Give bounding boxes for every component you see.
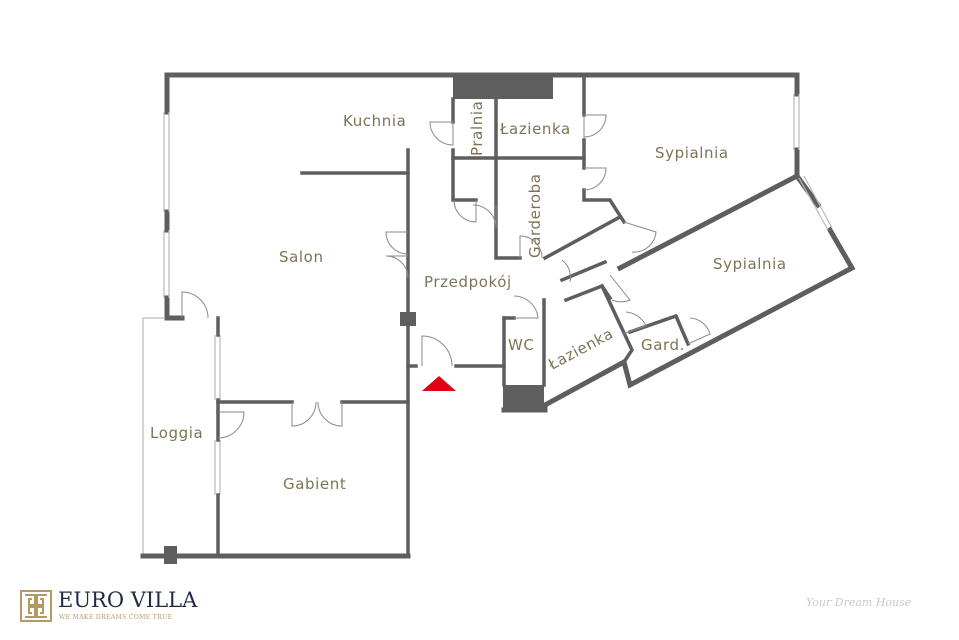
door-salon-left-b: [385, 255, 409, 279]
door-garderoba: [519, 235, 543, 259]
label-pralnia: Pralnia: [468, 101, 486, 156]
door-sypialnia-top: [583, 167, 607, 191]
label-lazienka-top: Łazienka: [499, 120, 571, 138]
door-bath-lower: [621, 311, 647, 335]
door-pralnia-low: [472, 204, 497, 229]
label-wc: WC: [508, 336, 535, 354]
door-closet: [453, 199, 477, 223]
label-salon: Salon: [279, 248, 324, 266]
door-sypialnia-right: [623, 221, 657, 253]
window-right-2: [798, 177, 829, 231]
door-salon-left: [385, 231, 409, 255]
brand-name: EURO VILLA: [58, 588, 198, 612]
door-loggia-low: [217, 411, 245, 439]
windows: [142, 94, 833, 557]
door-gard: [687, 317, 711, 345]
door-bath-corridor: [609, 274, 631, 303]
wall-bath-right: [599, 283, 635, 365]
wall-entrance-right: [454, 364, 506, 387]
wall-garderoba-right: [582, 188, 627, 225]
wall-right-upper: [616, 147, 800, 272]
pillar-top: [453, 75, 553, 99]
pillar-hall: [400, 312, 416, 326]
door-kitchen: [429, 121, 454, 146]
label-sypialnia-right: Sypialnia: [713, 255, 787, 273]
label-gabinet: Gabient: [283, 475, 346, 493]
door-loggia: [181, 291, 209, 319]
doors: [181, 114, 711, 439]
door-hall-right: [561, 259, 571, 283]
label-garderoba: Garderoba: [526, 173, 544, 258]
door-entrance: [421, 335, 453, 367]
door-gabinet-r: [317, 401, 343, 427]
label-kuchnia: Kuchnia: [343, 112, 406, 130]
label-lazienka-bottom: Łazienka: [545, 324, 617, 374]
door-lazienka: [583, 114, 607, 138]
brand-tagline: WE MAKE DREAMS COME TRUE: [59, 614, 173, 621]
label-gard: Gard.: [641, 336, 685, 354]
greek-key-logo-icon: [20, 590, 52, 622]
door-gabinet-l: [291, 401, 317, 427]
window-right-2b: [803, 175, 833, 229]
wall-closet-top: [451, 156, 478, 202]
label-przedpokoj: Przedpokój: [424, 273, 512, 291]
wall-hall-corridor: [559, 259, 608, 283]
wall-left-lower: [164, 295, 185, 321]
footer-slogan: Your Dream House: [806, 596, 912, 609]
label-loggia: Loggia: [150, 424, 203, 442]
pillar-bottom: [503, 385, 544, 411]
wall-garderoba-bottom: [542, 215, 621, 261]
label-sypialnia-top: Sypialnia: [655, 144, 729, 162]
wall-garderoba-left: [494, 156, 522, 260]
interior-walls: [140, 73, 691, 559]
door-wc: [513, 295, 539, 319]
entrance-marker: [422, 376, 456, 391]
